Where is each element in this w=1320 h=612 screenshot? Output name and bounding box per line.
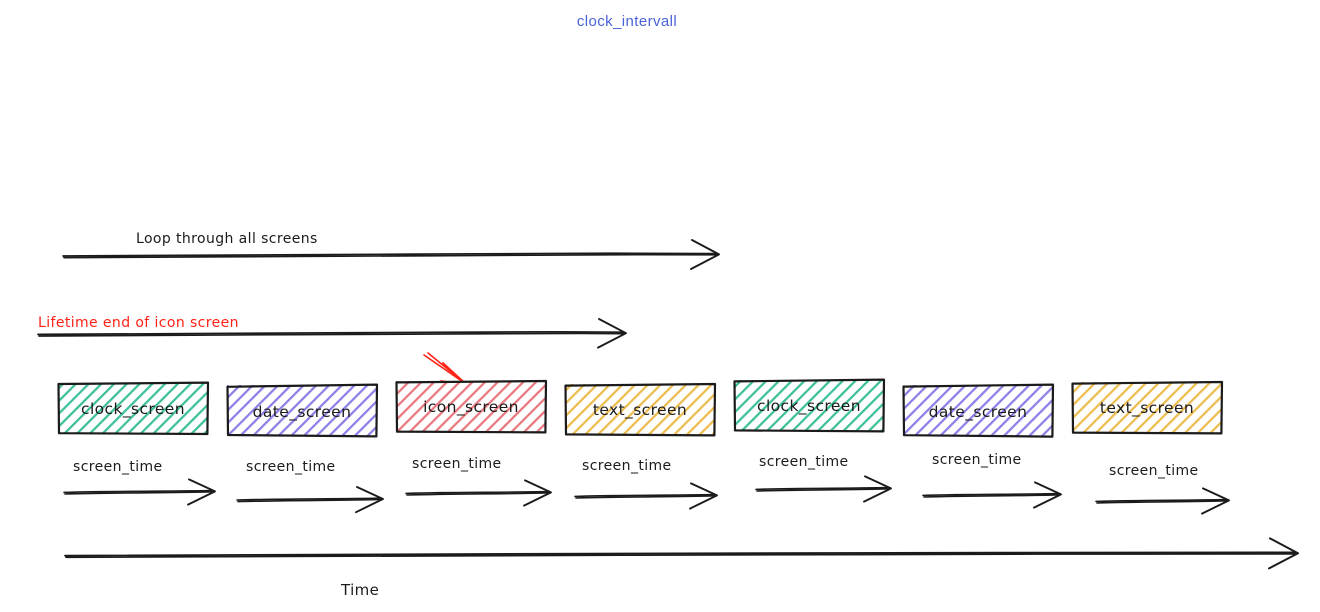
lifetime-arrow-label: Lifetime end of icon screen	[38, 315, 239, 331]
screen-time-arrow-1	[63, 478, 216, 506]
screen-box-clock-screen-1[interactable]: clock_screen	[57, 381, 210, 436]
screen-box-label: clock_screen	[757, 397, 861, 416]
time-axis-label: Time	[340, 581, 379, 599]
loop-through-all-screens-arrow	[62, 239, 720, 270]
screen-time-arrow-5	[755, 475, 892, 503]
screen-time-arrow-6	[922, 481, 1062, 509]
screen-time-arrow-2	[236, 486, 384, 514]
loop-arrow-label: Loop through all screens	[136, 231, 318, 247]
screen-time-label: screen_time	[1109, 463, 1199, 479]
screen-box-text-screen-1[interactable]: text_screen	[564, 382, 717, 437]
lifetime-end-arrow	[37, 318, 627, 349]
screen-box-text-screen-2[interactable]: text_screen	[1071, 380, 1224, 435]
screen-box-label: date_screen	[253, 403, 352, 422]
screen-time-label: screen_time	[246, 459, 336, 475]
screen-box-label: date_screen	[929, 403, 1028, 422]
screen-time-arrow-3	[405, 479, 552, 507]
screen-time-arrow-4	[574, 482, 718, 510]
screen-box-icon-screen[interactable]: icon_screen	[395, 379, 548, 434]
screen-box-label: clock_screen	[81, 400, 185, 419]
screen-box-label: icon_screen	[423, 398, 519, 417]
screen-box-date-screen-2[interactable]: date_screen	[902, 383, 1055, 438]
screen-time-label: screen_time	[932, 452, 1022, 468]
screen-box-clock-screen-2[interactable]: clock_screen	[733, 378, 886, 433]
screen-box-label: text_screen	[593, 401, 687, 420]
screen-time-label: screen_time	[412, 456, 502, 472]
screen-time-arrow-7	[1095, 487, 1230, 515]
page-title: clock_intervall	[577, 13, 677, 30]
screen-box-label: text_screen	[1100, 399, 1194, 418]
screen-box-date-screen-1[interactable]: date_screen	[226, 383, 379, 438]
screen-time-label: screen_time	[582, 458, 672, 474]
screen-time-label: screen_time	[73, 459, 163, 475]
icon-screen-pointer-arrow	[423, 352, 468, 386]
time-axis-arrow	[64, 537, 1299, 570]
screen-time-label: screen_time	[759, 454, 849, 470]
